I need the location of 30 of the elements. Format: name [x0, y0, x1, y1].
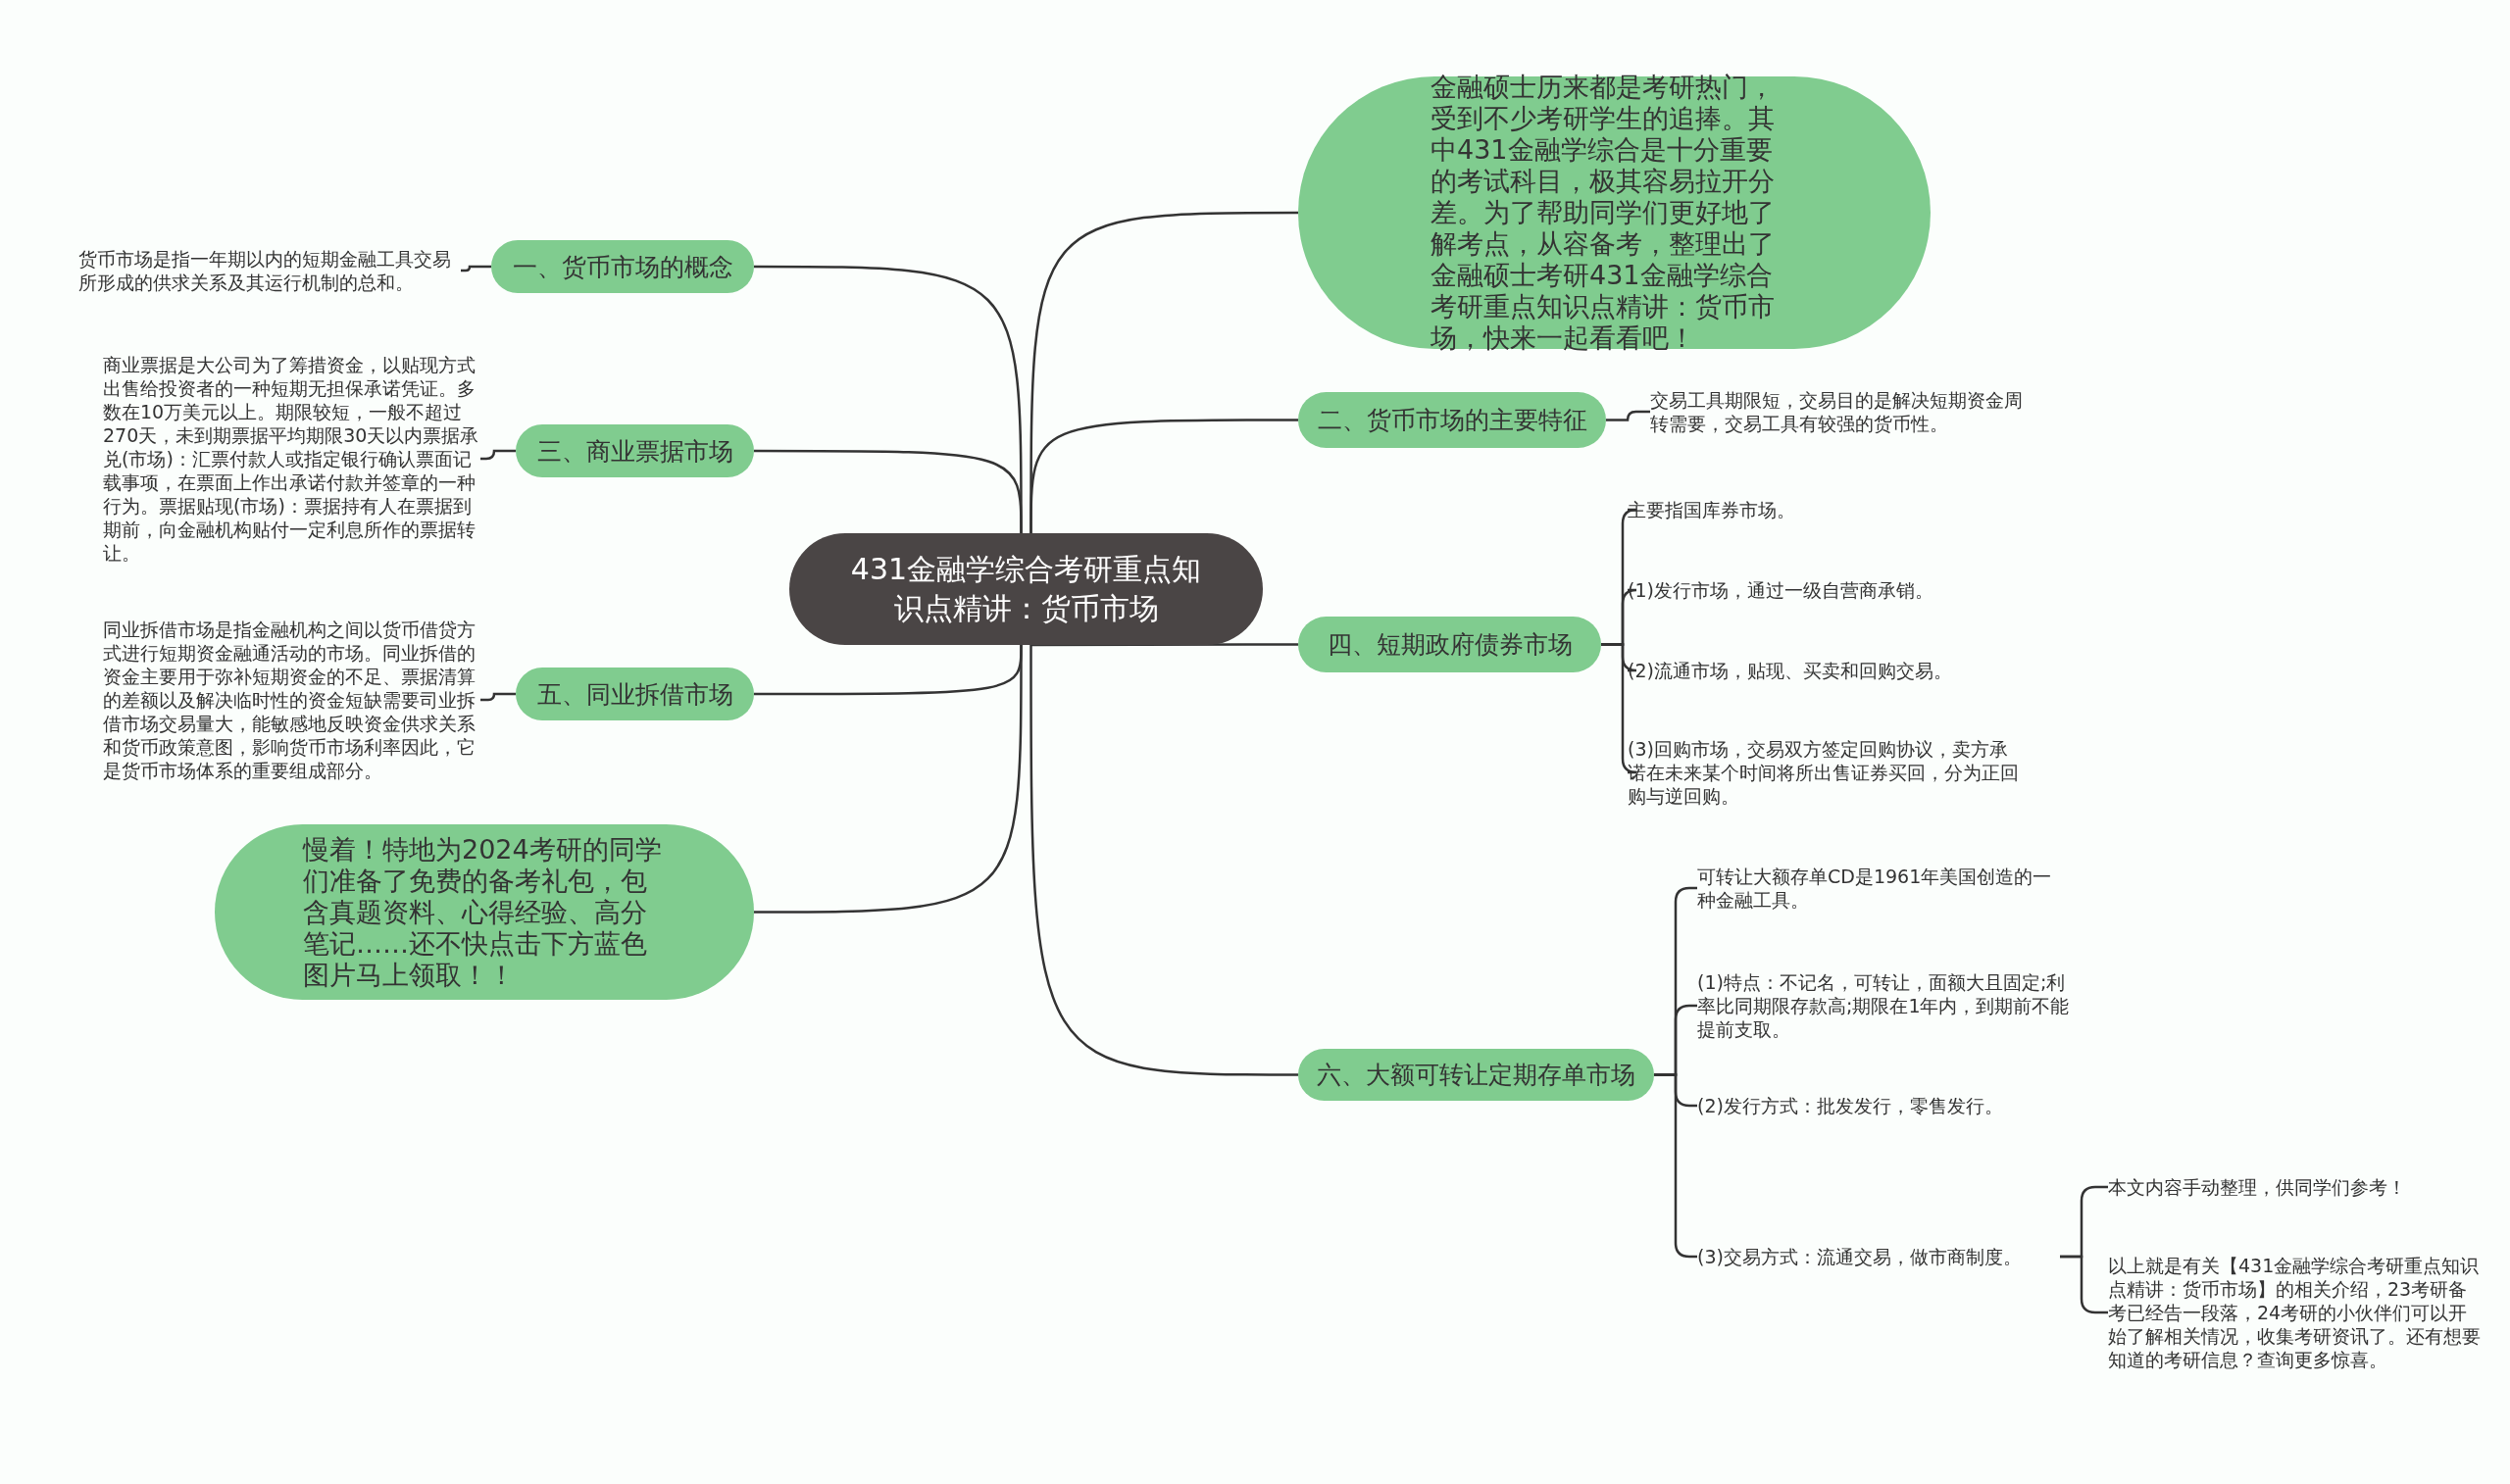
topic-pill: 四、短期政府债券市场: [1298, 617, 1601, 672]
central-topic: 431金融学综合考研重点知识点精讲：货币市场: [789, 533, 1263, 645]
connector-line: [1029, 645, 1298, 1076]
topic-pill: 五、同业拆借市场: [516, 668, 754, 720]
note-text: 主要指国库券市场。: [1628, 498, 2020, 521]
connector-line: [754, 449, 1023, 533]
connector-line: [1030, 643, 1298, 647]
connector-line: [480, 449, 516, 461]
connector-line: [480, 692, 516, 702]
note-text: (3)交易方式：流通交易，做市商制度。: [1697, 1245, 2060, 1268]
topic-pill: 六、大额可转让定期存单市场: [1298, 1049, 1654, 1101]
note-text: 可转让大额存单CD是1961年美国创造的一种金融工具。: [1697, 865, 2070, 912]
note-text: 本文内容手动整理，供同学们参考！: [2108, 1175, 2490, 1199]
topic-pill: 一、货币市场的概念: [491, 240, 754, 293]
intro-bubble: 慢着！特地为2024考研的同学们准备了免费的备考礼包，包含真题资料、心得经验、高分笔记……还不快点击下方蓝色图片马上领取！！: [215, 824, 754, 1000]
note-text: 以上就是有关【431金融学综合考研重点知识点精讲：货币市场】的相关介绍，23考研备考已经告一段落，24考研的小伙伴们可以开始了解相关情况，收集考研资讯了。还有想要知道的考研信息？查询更多惊喜。: [2108, 1254, 2481, 1371]
note-text: (1)特点：不记名，可转让，面额大且固定;利率比同期限存款高;期限在1年内，到期前不能提前支取。: [1697, 970, 2070, 1041]
connector-line: [1029, 419, 1298, 533]
connector-line: [754, 645, 1023, 914]
topic-pill: 三、商业票据市场: [516, 424, 754, 477]
connector-line: [461, 265, 491, 272]
note-text: 交易工具期限短，交易目的是解决短期资金周转需要，交易工具有较强的货币性。: [1650, 388, 2033, 435]
note-text: 商业票据是大公司为了筹措资金，以贴现方式出售给投资者的一种短期无担保承诺凭证。多数在10万美元以上。期限较短，一般不超过270天，未到期票据平均期限30天以内票据承兑(市场)：汇票付款人或指定银行确认票面记载事项，在票面上作出承诺付款并签章的一种行为。票据贴现(市场)：票据持有人在票据到期前，向金融机构贴付一定利息所作的票据转让。: [103, 353, 480, 565]
connector-line: [1606, 410, 1650, 421]
note-text: 同业拆借市场是指金融机构之间以货币借贷方式进行短期资金融通活动的市场。同业拆借的资金主要用于弥补短期资金的不足、票据清算的差额以及解决临时性的资金短缺需要司业拆借市场交易量大，能敏感地反映资金供求关系和货币政策意图，影响货币市场利率因此，它是货币市场体系的重要组成部分。: [103, 618, 480, 782]
note-text: (1)发行市场，通过一级自营商承销。: [1628, 578, 2020, 602]
note-text: (2)发行方式：批发发行，零售发行。: [1697, 1094, 2070, 1117]
note-text: 货币市场是指一年期以内的短期金融工具交易所形成的供求关系及其运行机制的总和。: [78, 247, 461, 294]
note-text: (2)流通市场，贴现、买卖和回购交易。: [1628, 659, 2020, 682]
topic-pill: 二、货币市场的主要特征: [1298, 392, 1606, 448]
